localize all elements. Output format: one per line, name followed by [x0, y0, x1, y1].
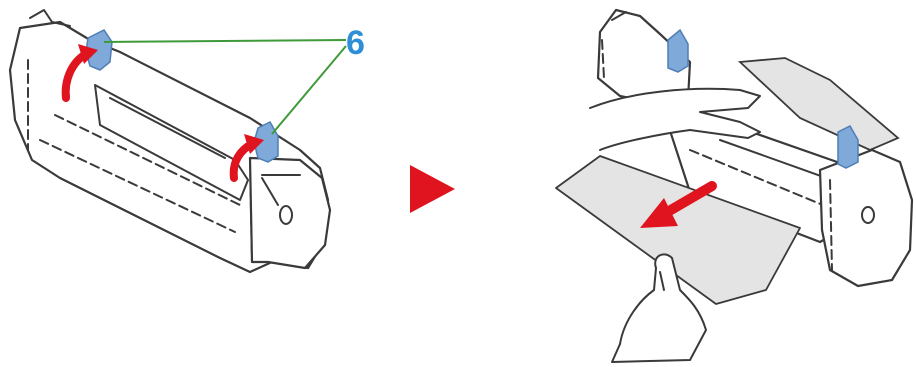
release-lever-icon-right-top — [667, 28, 689, 73]
jammed-paper-sheet — [555, 155, 801, 305]
hand-icon-lower — [611, 253, 707, 363]
red-curved-arrow-icon-top — [61, 44, 98, 102]
callout-leader-line — [103, 39, 347, 135]
hand-icon-upper — [589, 87, 761, 151]
cartridge-drawing-right — [596, 8, 914, 288]
red-curved-arrow-icon-bottom — [229, 134, 264, 182]
right-panel — [555, 8, 914, 363]
release-lever-icon-right-bottom — [837, 125, 859, 169]
callout-number-label: 6 — [346, 24, 365, 62]
left-panel: 6 — [8, 9, 365, 274]
paper-strip-top — [737, 57, 900, 151]
red-triangle-next-step-icon — [410, 165, 455, 213]
red-pull-arrow-icon — [640, 181, 717, 228]
cartridge-drawing-left — [8, 9, 332, 274]
